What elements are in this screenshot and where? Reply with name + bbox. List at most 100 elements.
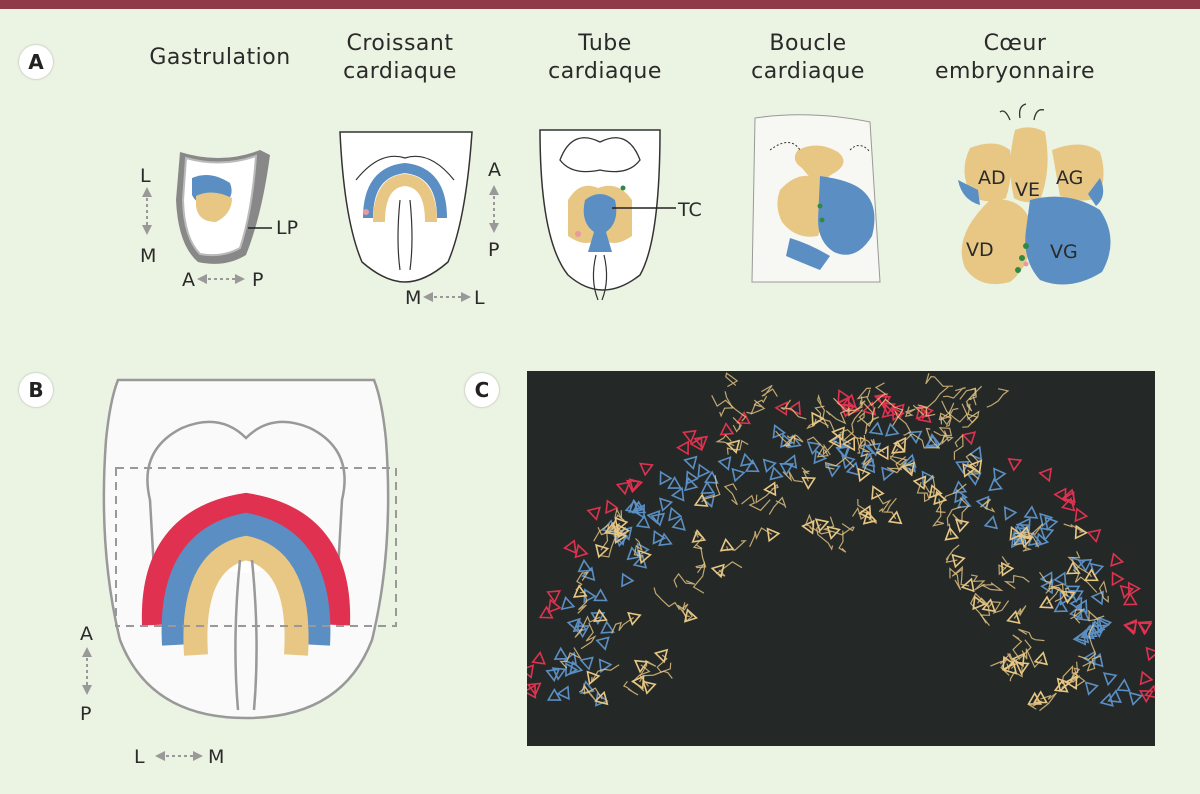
- cell-marker: [527, 682, 542, 697]
- cell-trail: [863, 402, 880, 423]
- cell-marker: [595, 543, 610, 559]
- cell-marker: [1080, 625, 1095, 640]
- stage-title-line: embryonnaire: [934, 59, 1096, 84]
- cell-trail: [980, 498, 996, 513]
- cell-marker: [814, 518, 830, 533]
- cell-trail: [682, 602, 694, 622]
- tube-embryo: [539, 129, 661, 301]
- cell-marker: [955, 460, 970, 475]
- cell-marker: [1068, 604, 1083, 620]
- cell-marker: [683, 476, 699, 492]
- stage-title-line: Tube: [578, 31, 632, 56]
- cell-marker: [586, 506, 601, 521]
- cell-marker: [659, 497, 674, 512]
- cell-marker: [871, 485, 885, 501]
- cell-trail: [583, 682, 603, 700]
- cell-marker: [926, 433, 941, 447]
- cell-marker: [691, 529, 707, 543]
- cell-trail: [1018, 628, 1045, 642]
- cell-trail: [842, 409, 864, 445]
- cell-trail: [999, 652, 1018, 669]
- cell-marker: [837, 389, 851, 404]
- cell-trail: [941, 430, 954, 446]
- cell-trail: [804, 513, 814, 530]
- cell-marker: [574, 543, 589, 559]
- cell-trail: [856, 411, 874, 427]
- panel-a-badge: A: [19, 45, 53, 79]
- cell-marker: [1039, 512, 1054, 528]
- cell-marker: [983, 515, 999, 530]
- axis-label-a: A: [488, 159, 501, 181]
- cell-trail: [875, 492, 892, 514]
- cell-marker: [646, 509, 661, 525]
- cell-trail: [785, 434, 804, 448]
- cell-trail: [719, 391, 734, 418]
- cell-marker: [719, 422, 735, 436]
- cell-marker: [1137, 620, 1153, 635]
- cell-trail: [945, 544, 960, 563]
- cell-marker: [1014, 661, 1030, 676]
- cell-marker: [632, 554, 648, 569]
- cell-marker: [1003, 660, 1018, 675]
- cell-marker: [621, 572, 635, 588]
- cell-marker: [857, 467, 871, 483]
- cell-trail: [860, 452, 872, 475]
- stage-title-gastrulation: Gastrulation: [130, 44, 310, 72]
- cell-trail: [941, 400, 968, 423]
- cell-trail: [692, 561, 705, 594]
- axis-label-m: M: [405, 287, 421, 309]
- stage-title-boucle: Boucle cardiaque: [718, 30, 898, 86]
- cell-marker: [1074, 524, 1088, 540]
- cell-marker: [766, 527, 781, 543]
- cell-marker: [835, 444, 850, 459]
- cell-trail: [1014, 523, 1044, 540]
- cell-marker: [956, 494, 972, 509]
- cell-marker: [907, 430, 923, 445]
- cell-marker: [900, 461, 916, 477]
- cell-marker: [1053, 599, 1069, 613]
- cell-trail: [966, 403, 979, 424]
- cell-trail: [814, 405, 835, 432]
- cell-trail: [673, 572, 695, 588]
- cell-marker: [593, 588, 608, 602]
- cell-trail: [952, 497, 970, 525]
- cell-marker: [875, 445, 889, 461]
- cell-trail: [904, 406, 916, 417]
- cell-trail: [780, 399, 807, 420]
- cell-trail: [723, 483, 738, 506]
- cell-marker: [628, 498, 644, 514]
- cell-marker: [581, 566, 596, 582]
- cell-marker: [968, 445, 983, 461]
- cell-marker: [1053, 487, 1067, 503]
- cell-marker: [682, 429, 697, 444]
- cell-trail: [949, 567, 962, 591]
- cell-trail: [901, 433, 941, 449]
- cell-marker: [617, 523, 631, 539]
- cell-marker: [625, 479, 641, 494]
- cell-marker: [739, 452, 755, 467]
- cell-trail: [816, 523, 834, 551]
- cell-marker: [642, 680, 657, 695]
- cell-trail: [986, 388, 1010, 408]
- cell-marker: [569, 660, 584, 675]
- cell-marker: [1053, 571, 1067, 587]
- panel-b-badge: B: [19, 373, 53, 407]
- cell-trail: [1087, 609, 1105, 622]
- cell-marker: [667, 475, 682, 489]
- cell-marker: [671, 516, 686, 531]
- cell-marker: [604, 521, 619, 536]
- cell-trail: [806, 436, 829, 458]
- cell-trail: [838, 530, 847, 553]
- cell-marker: [961, 431, 977, 446]
- cell-marker: [600, 620, 615, 634]
- cell-trail: [894, 411, 912, 436]
- cell-trail: [1070, 609, 1085, 624]
- stage-title-line: Croissant: [346, 31, 454, 56]
- stage-title-coeur: Cœur embryonnaire: [925, 30, 1105, 86]
- cell-marker: [527, 664, 535, 679]
- cell-trail: [990, 658, 1010, 676]
- cell-trail: [559, 647, 583, 669]
- stage-title-tube: Tube cardiaque: [515, 30, 695, 86]
- cell-trail: [580, 622, 597, 650]
- cell-marker: [1006, 610, 1021, 625]
